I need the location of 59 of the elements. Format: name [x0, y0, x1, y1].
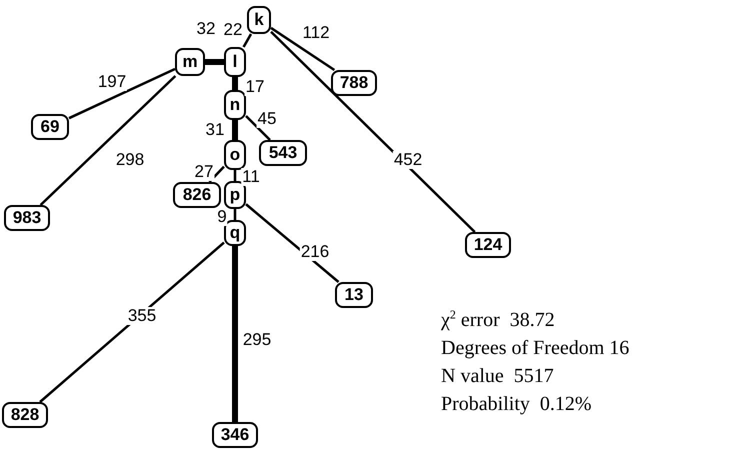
rounded-node-box: [175, 48, 205, 76]
rounded-node-box: [331, 70, 377, 96]
connector-line: [68, 68, 176, 120]
edge-label: 45: [256, 110, 278, 128]
edge-label: 9: [216, 208, 228, 226]
node-label: k: [254, 10, 264, 30]
node-label: o: [230, 145, 240, 165]
connector-line: [242, 33, 252, 48]
node-label: 543: [268, 143, 298, 163]
connector-line: [39, 242, 225, 403]
rounded-node-box: [173, 182, 221, 208]
connector-line: [232, 77, 238, 90]
rounded-node-box: [224, 181, 246, 209]
node-label: 124: [474, 235, 502, 255]
connector-line: [208, 166, 225, 183]
node-label: 828: [10, 405, 40, 425]
connector-line: [270, 26, 336, 72]
edge-label: 216: [300, 243, 330, 261]
node-label: l: [232, 52, 238, 72]
edge-label: 452: [392, 151, 424, 169]
connector-line: [232, 120, 238, 140]
connector-line: [234, 170, 236, 181]
statistic-text: Probability 0.12%: [441, 392, 592, 416]
node-label: n: [230, 95, 240, 115]
rounded-node-box: [4, 205, 50, 231]
rounded-node-box: [465, 232, 511, 258]
node-label: q: [230, 223, 240, 243]
node-label: 788: [340, 73, 368, 93]
rounded-node-box: [31, 114, 69, 140]
node-label: 13: [344, 285, 364, 305]
connector-line: [40, 75, 176, 206]
node-label: 346: [220, 425, 250, 445]
edge-label: 27: [194, 163, 214, 181]
edge-label: 11: [241, 168, 261, 186]
rounded-node-box: [224, 90, 246, 120]
rounded-node-box: [212, 422, 258, 448]
rounded-node-box: [259, 140, 307, 166]
edge-label: 17: [244, 78, 266, 96]
node-label: p: [230, 185, 240, 205]
node-label: 826: [182, 185, 212, 205]
connector-line: [234, 209, 236, 220]
edge-label: 197: [96, 73, 128, 91]
rounded-node-box: [224, 220, 246, 246]
node-label: m: [182, 52, 198, 72]
node-label: 983: [12, 208, 42, 228]
connector-line: [205, 59, 224, 65]
rounded-node-box: [247, 6, 271, 34]
connector-line: [245, 115, 271, 141]
statistic-text: χ$^{2}$ error 38.72: [441, 308, 555, 332]
rounded-node-box: [224, 47, 246, 77]
statistic-text: Degrees of Freedom 16: [441, 336, 630, 360]
rounded-node-box: [335, 282, 373, 308]
rounded-node-box: [224, 140, 246, 170]
rounded-node-box: [2, 402, 48, 428]
connector-line: [232, 246, 238, 422]
statistic-text: N value 5517: [441, 364, 554, 388]
node-label: 69: [40, 117, 60, 137]
connector-line: [270, 30, 476, 233]
edge-label: 355: [126, 307, 158, 325]
